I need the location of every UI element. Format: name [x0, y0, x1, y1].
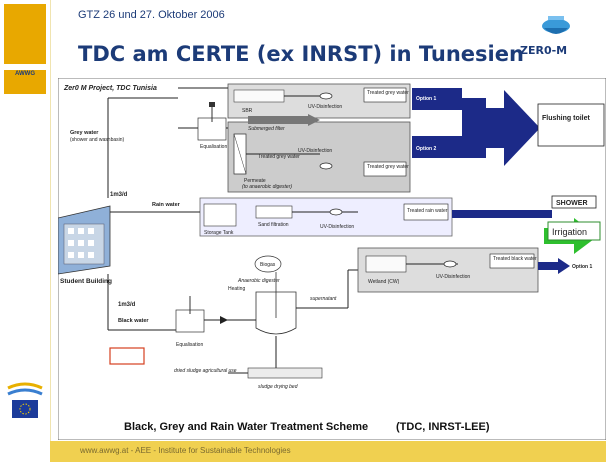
rain-arrow-bar — [452, 210, 552, 218]
equalisation-label-2: Equalisation — [176, 342, 203, 348]
sludge-drying-label: sludge drying bed — [258, 384, 298, 390]
wetland-label: Wetland (CW) — [368, 279, 400, 285]
heating-label: Heating — [228, 286, 245, 292]
equalisation-label-1: Equalisation — [200, 144, 227, 150]
option1-label: Option 1 — [416, 96, 436, 102]
sludge-drying-bed — [247, 367, 323, 379]
supernatant-label: supernatant — [310, 296, 337, 302]
rain-water-label: Rain water — [152, 202, 181, 208]
option2-label: Option 2 — [416, 146, 436, 152]
irrigation-box — [547, 221, 601, 241]
biogas-label: Biogas — [260, 262, 276, 268]
shower-label: SHOWER — [556, 200, 588, 207]
page-title: TDC am CERTE (ex INRST) in Tunesien — [78, 42, 524, 66]
red-marker-box — [109, 347, 145, 365]
eu-logo-icon — [7, 382, 43, 418]
student-building-label: Student Building — [60, 278, 112, 285]
flushing-toilet-box — [537, 103, 605, 147]
treated-rain-box — [403, 203, 449, 221]
diagram-canvas: Zer0 M Project, TDC Tunisia SBR UV-Disin… — [57, 77, 606, 441]
flushing-arrowhead — [504, 90, 540, 166]
wetland-unit — [365, 255, 407, 273]
uv-label-2: UV-Disinfection — [298, 148, 332, 154]
sidebar: AWWG — [0, 0, 51, 462]
option1-black-label: Option 1 — [572, 264, 592, 270]
storage-tank — [203, 203, 237, 227]
treated-black-label: Treated black water — [493, 256, 537, 262]
treated-grey-label-3: Treated grey water — [367, 164, 409, 170]
treated-black-box — [489, 253, 535, 269]
treated-grey-box-2 — [363, 161, 407, 177]
anaerobic-label: Anaerobic digester — [237, 278, 280, 284]
grey-water-label: Grey water — [70, 130, 99, 136]
treated-grey-label-2: Treated grey water — [258, 154, 300, 160]
treated-grey-box-1 — [363, 87, 407, 103]
submerged-filter-box — [227, 121, 411, 193]
project-label: Zer0 M Project, TDC Tunisia — [63, 85, 157, 92]
gray-arrow-bar — [248, 116, 308, 124]
option1-arrow — [412, 88, 462, 110]
grey-water-src: (shower and washbasin) — [70, 137, 125, 143]
sidebar-logo: AWWG — [4, 4, 46, 94]
black-volume-label: 1m3/d — [118, 302, 136, 308]
digester-note: (to anaerobic digester) — [242, 184, 292, 190]
uv-label-4: UV-Disinfection — [436, 274, 470, 280]
treated-grey-label-1: Treated grey water — [367, 90, 409, 96]
footer-bar: www.awwg.at - AEE - Institute for Sustai… — [50, 441, 606, 462]
black-water-label: Black water — [118, 318, 149, 324]
uv-label-1: UV-Disinfection — [308, 104, 342, 110]
grey-volume-label: 1m3/d — [110, 192, 128, 198]
footer-text: www.awwg.at - AEE - Institute for Sustai… — [80, 446, 291, 455]
uv-label-3: UV-Disinfection — [320, 224, 354, 230]
zerom-logo-text: ZER0-M — [520, 44, 568, 57]
sand-filter — [255, 205, 293, 219]
header-date: GTZ 26 und 27. Oktober 2006 — [78, 9, 225, 21]
biogas-tank — [254, 255, 282, 273]
treatment-scheme-diagram: Zer0 M Project, TDC Tunisia SBR UV-Disin… — [57, 77, 606, 441]
treated-rain-label: Treated rain water — [407, 208, 448, 214]
flushing-toilet-label: Flushing toilet — [542, 115, 590, 122]
dried-sludge-label: dried sludge agricultural use — [174, 368, 237, 374]
zerom-logo-icon — [542, 16, 570, 34]
caption-suffix: (TDC, INRST-LEE) — [396, 421, 490, 433]
permeate-label: Permeate — [244, 178, 266, 184]
option2-arrow — [412, 136, 462, 158]
logo-stripe — [4, 64, 46, 70]
irrigation-label: Irrigation — [552, 227, 587, 237]
storage-tank-label: Storage Tank — [204, 230, 234, 236]
sbr-unit — [233, 89, 285, 103]
sbr-label: SBR — [242, 108, 253, 114]
black-option-arrow — [558, 258, 570, 274]
submerged-label: Submerged filter — [248, 126, 285, 132]
shower-box — [551, 195, 597, 209]
caption: Black, Grey and Rain Water Treatment Sch… — [124, 421, 368, 433]
sidebar-logo-text: AWWG — [15, 71, 35, 77]
sand-filter-label: Sand filtration — [258, 222, 289, 228]
